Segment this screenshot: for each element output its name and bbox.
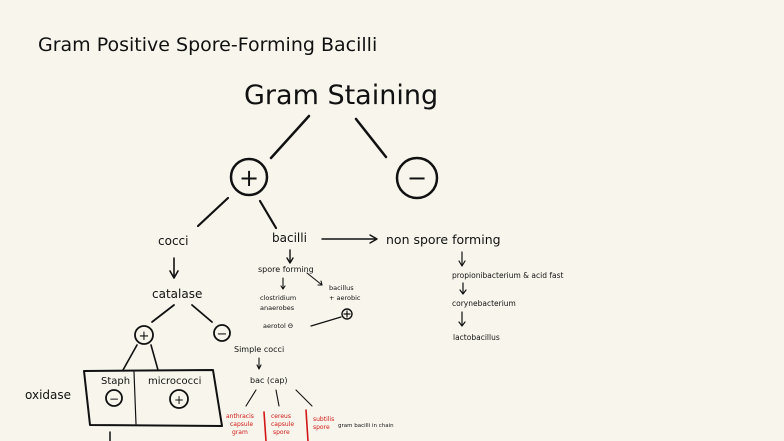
oxidase-positive-node: + <box>169 389 189 409</box>
bacilli-label: bacilli <box>272 231 307 245</box>
species-cereus-note: cereus capsule spore <box>271 413 296 436</box>
branch-to-negative <box>354 117 388 159</box>
nsf-arrows <box>458 251 467 327</box>
nsf-item-lactobacillus: lactobacillus <box>453 333 500 342</box>
tail-note: gram bacilli in chain <box>338 423 394 429</box>
micrococci-label: micrococci <box>148 376 201 387</box>
oxidase-negative-symbol: − <box>109 392 119 406</box>
oxidase-label: oxidase <box>25 388 71 402</box>
gram-positive-node: + <box>229 157 269 197</box>
catalase-branches <box>151 304 213 323</box>
catalase-positive-node: + <box>134 325 154 345</box>
branch-to-positive <box>269 114 311 160</box>
catalase-label: catalase <box>152 287 202 301</box>
staph-label: Staph <box>101 376 130 387</box>
nsf-item-propionibacterium: propionibacterium & acid fast <box>452 271 564 280</box>
catalase-negative-symbol: − <box>217 327 228 342</box>
cocci-to-catalase-arrow <box>169 257 179 279</box>
non-spore-forming-label: non spore forming <box>386 232 501 247</box>
simple-cocci-arrow <box>256 357 262 370</box>
bacilli-to-spore-arrow <box>286 249 294 264</box>
species-arrows <box>245 389 313 407</box>
gram-negative-node: − <box>395 156 439 200</box>
nsf-item-corynebacterium: corynebacterium <box>452 299 516 308</box>
root-branches <box>269 114 388 160</box>
gram-positive-symbol: + <box>239 164 259 192</box>
positive-branches <box>196 196 278 230</box>
bac-caps-label: bac (cap) <box>250 376 288 385</box>
oxidase-box <box>83 369 223 427</box>
spore-forming-label: spore forming <box>258 265 314 274</box>
page-title: Gram Positive Spore-Forming Bacilli <box>38 34 377 56</box>
catalase-negative-node: − <box>213 324 231 342</box>
catalase-positive-branches <box>122 344 159 371</box>
arrow-to-non-spore <box>321 234 378 244</box>
species-red-notes: anthracis capsule gram cereus capsule sp… <box>226 409 336 441</box>
bacillus-catalase-node <box>310 308 353 327</box>
anaerobe-note: aerotol Θ <box>263 322 293 330</box>
species-anthracis-note: anthracis capsule gram <box>226 413 256 436</box>
oxidase-positive-symbol: + <box>174 393 184 407</box>
catalase-positive-symbol: + <box>139 329 150 344</box>
spore-forming-branches <box>280 272 323 290</box>
species-subtilis-note: subtilis spore <box>313 416 336 431</box>
root-node-gram-staining: Gram Staining <box>244 80 438 111</box>
simple-cocci-label: Simple cocci <box>234 345 284 354</box>
oxidase-negative-node: − <box>105 389 123 407</box>
gram-negative-symbol: − <box>407 164 427 192</box>
cocci-label: cocci <box>158 234 188 248</box>
clostridium-label: clostridium anaerobes <box>260 294 298 312</box>
bacillus-aerobic-label: bacillus + aerobic <box>329 284 361 302</box>
